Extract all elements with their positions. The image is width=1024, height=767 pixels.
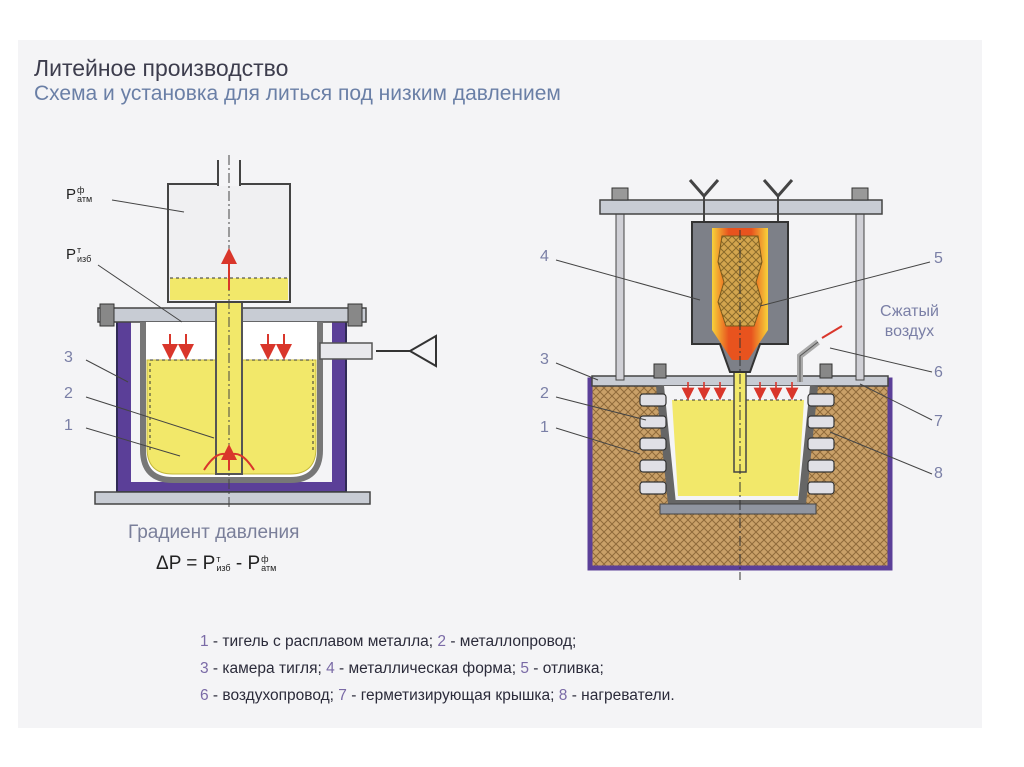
label-1-right: 1 — [540, 419, 549, 436]
label-2-left: 2 — [64, 385, 73, 402]
page-subtitle: Схема и установка для литься под низким … — [34, 82, 561, 105]
label-6: 6 — [934, 364, 943, 381]
label-3-right: 3 — [540, 351, 549, 368]
legend: 1 - тигель с расплавом металла; 2 - мета… — [200, 628, 675, 709]
gradient-title: Градиент давления — [128, 522, 300, 543]
legend-row: 3 - камера тигля; 4 - металлическая форм… — [200, 660, 604, 677]
label-5: 5 — [934, 250, 943, 267]
label-3-left: 3 — [64, 349, 73, 366]
right-diagram — [555, 179, 933, 580]
label-compressed-air: Сжатый воздух — [880, 303, 939, 340]
crossbar — [599, 199, 883, 215]
label-8: 8 — [934, 465, 943, 482]
label-1-left: 1 — [64, 417, 73, 434]
legend-row: 1 - тигель с расплавом металла; 2 - мета… — [200, 633, 577, 650]
legend-row: 6 - воздухопровод; 7 - герметизирующая к… — [200, 687, 675, 704]
label-7: 7 — [934, 413, 943, 430]
label-4: 4 — [540, 248, 549, 265]
heaters — [639, 393, 835, 495]
label-2-right: 2 — [540, 385, 549, 402]
page-title: Литейное производство — [34, 55, 289, 81]
left-diagram — [85, 155, 437, 510]
